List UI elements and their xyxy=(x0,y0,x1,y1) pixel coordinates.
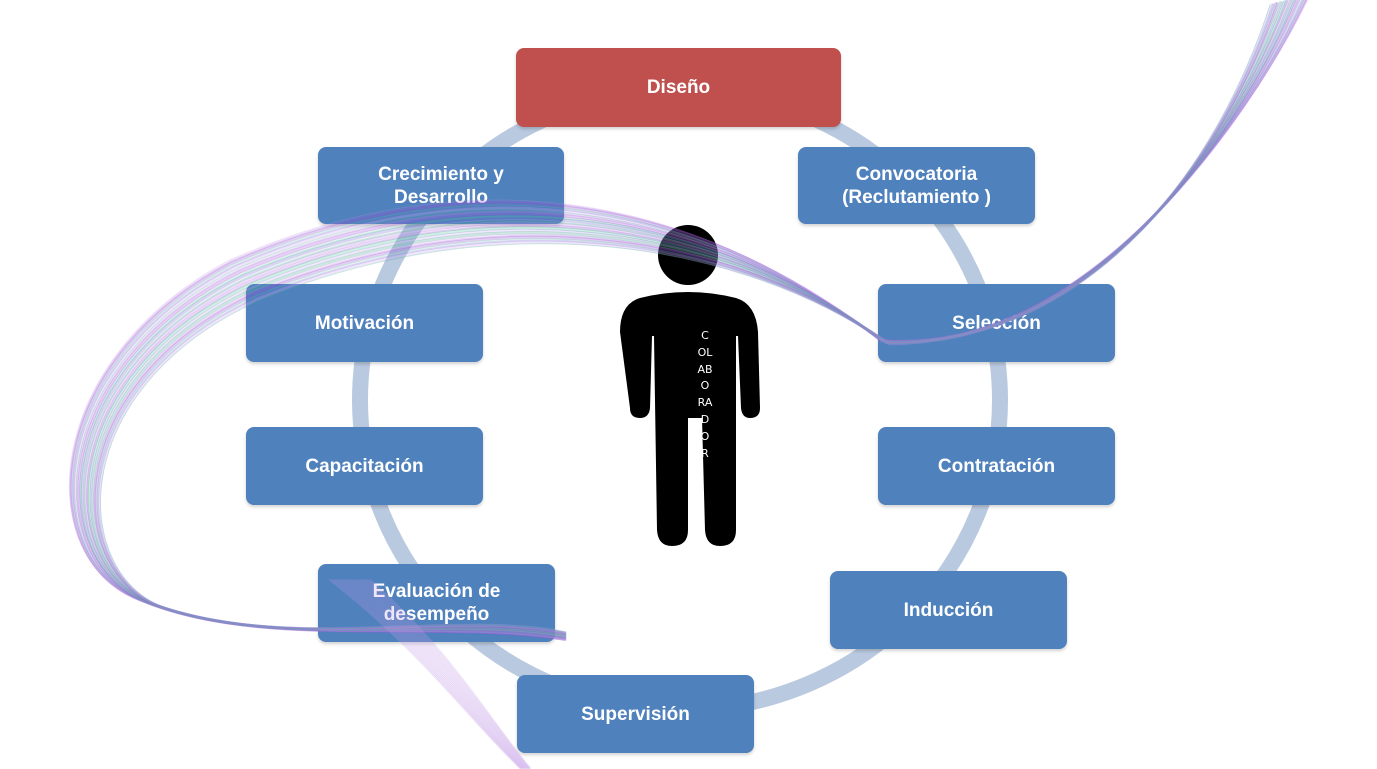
stage-seleccion: Selección xyxy=(878,284,1115,362)
stage-seleccion-label: Selección xyxy=(952,312,1041,334)
stage-crecimiento: Crecimiento y Desarrollo xyxy=(318,147,564,224)
person-icon xyxy=(620,225,760,546)
stage-convocatoria: Convocatoria (Reclutamiento ) xyxy=(798,147,1035,224)
stage-evaluacion: Evaluación de desempeño xyxy=(318,564,555,642)
stage-induccion: Inducción xyxy=(830,571,1067,649)
stage-contratacion-label: Contratación xyxy=(937,455,1056,477)
stage-contratacion: Contratación xyxy=(878,427,1115,505)
stage-diseno-label: Diseño xyxy=(646,77,711,98)
stage-convocatoria-label: Convocatoria (Reclutamiento ) xyxy=(842,163,991,208)
stage-supervision-label: Supervisión xyxy=(581,703,690,725)
stage-motivacion-label: Motivación xyxy=(314,312,415,334)
stage-evaluacion-label: Evaluación de desempeño xyxy=(372,581,501,625)
colaborador-label: COLABORADOR xyxy=(697,329,713,460)
stage-capacitacion: Capacitación xyxy=(246,427,483,505)
stage-motivacion: Motivación xyxy=(246,284,483,362)
stage-induccion-label: Inducción xyxy=(903,599,994,621)
stage-supervision: Supervisión xyxy=(517,675,754,753)
stage-diseno: Diseño xyxy=(516,48,841,127)
stage-crecimiento-label: Crecimiento y Desarrollo xyxy=(378,163,504,208)
stage-capacitacion-label: Capacitación xyxy=(305,455,424,477)
